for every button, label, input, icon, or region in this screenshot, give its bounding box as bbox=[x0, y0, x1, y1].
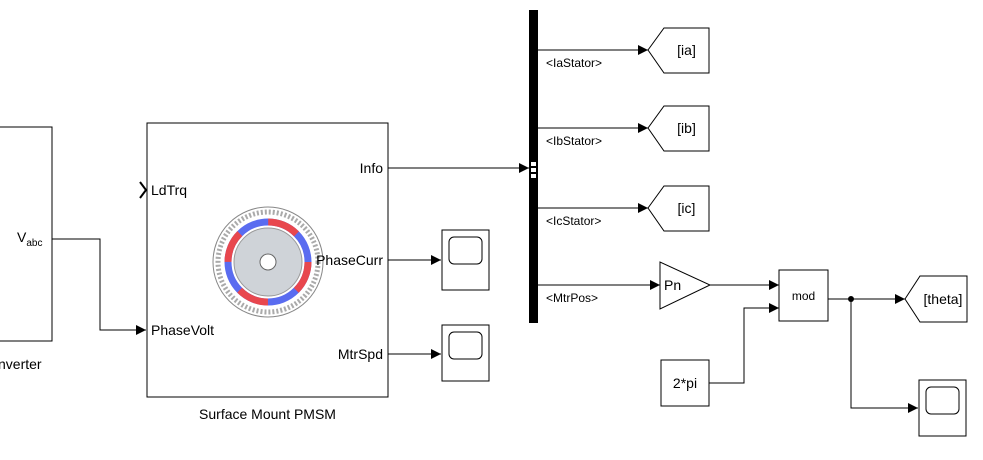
inverter-label: nverter bbox=[0, 356, 42, 372]
mod-label: mod bbox=[791, 289, 816, 303]
pmsm-block-name: Surface Mount PMSM bbox=[199, 406, 336, 422]
goto-block-theta[interactable] bbox=[904, 275, 968, 323]
signal-line[interactable] bbox=[709, 303, 779, 384]
goto-block-ic[interactable] bbox=[647, 185, 710, 232]
ldtrq-port-icon bbox=[139, 181, 148, 199]
gain-label: Pn bbox=[664, 277, 682, 293]
motor-icon bbox=[212, 206, 324, 318]
bus-selector[interactable] bbox=[529, 10, 538, 323]
goto-block-ia[interactable] bbox=[647, 27, 710, 74]
goto-theta-label: [theta] bbox=[923, 291, 963, 307]
inverter-port-v: Vabc bbox=[17, 229, 43, 249]
pmsm-phasevolt-port: PhaseVolt bbox=[151, 322, 215, 338]
pmsm-phasecurr-port: PhaseCurr bbox=[316, 252, 383, 268]
inverter-block[interactable] bbox=[0, 126, 53, 342]
bus-signal-label: <IbStator> bbox=[546, 134, 603, 148]
pmsm-ldtrq-port: LdTrq bbox=[151, 182, 188, 198]
goto-ic-label: [ic] bbox=[677, 200, 696, 216]
signal-line[interactable] bbox=[850, 299, 918, 413]
gain-block[interactable] bbox=[659, 261, 712, 310]
bus-signal-label: <IcStator> bbox=[546, 214, 602, 228]
mod-block[interactable] bbox=[778, 269, 829, 322]
goto-ib-label: [ib] bbox=[677, 120, 696, 136]
bus-signal-label: <MtrPos> bbox=[546, 291, 599, 305]
signal-line[interactable] bbox=[52, 238, 146, 335]
bus-signal-label: <IaStator> bbox=[546, 56, 603, 70]
pmsm-info-port: Info bbox=[359, 160, 383, 176]
constant-block[interactable] bbox=[660, 359, 710, 407]
pmsm-mtrspd-port: MtrSpd bbox=[337, 346, 383, 362]
scope-icon[interactable] bbox=[441, 324, 490, 382]
constant-label: 2*pi bbox=[672, 375, 698, 391]
goto-block-ib[interactable] bbox=[647, 105, 710, 152]
scope-icon[interactable] bbox=[441, 229, 490, 291]
goto-ia-label: [ia] bbox=[677, 42, 696, 58]
scope-icon[interactable] bbox=[918, 379, 967, 437]
